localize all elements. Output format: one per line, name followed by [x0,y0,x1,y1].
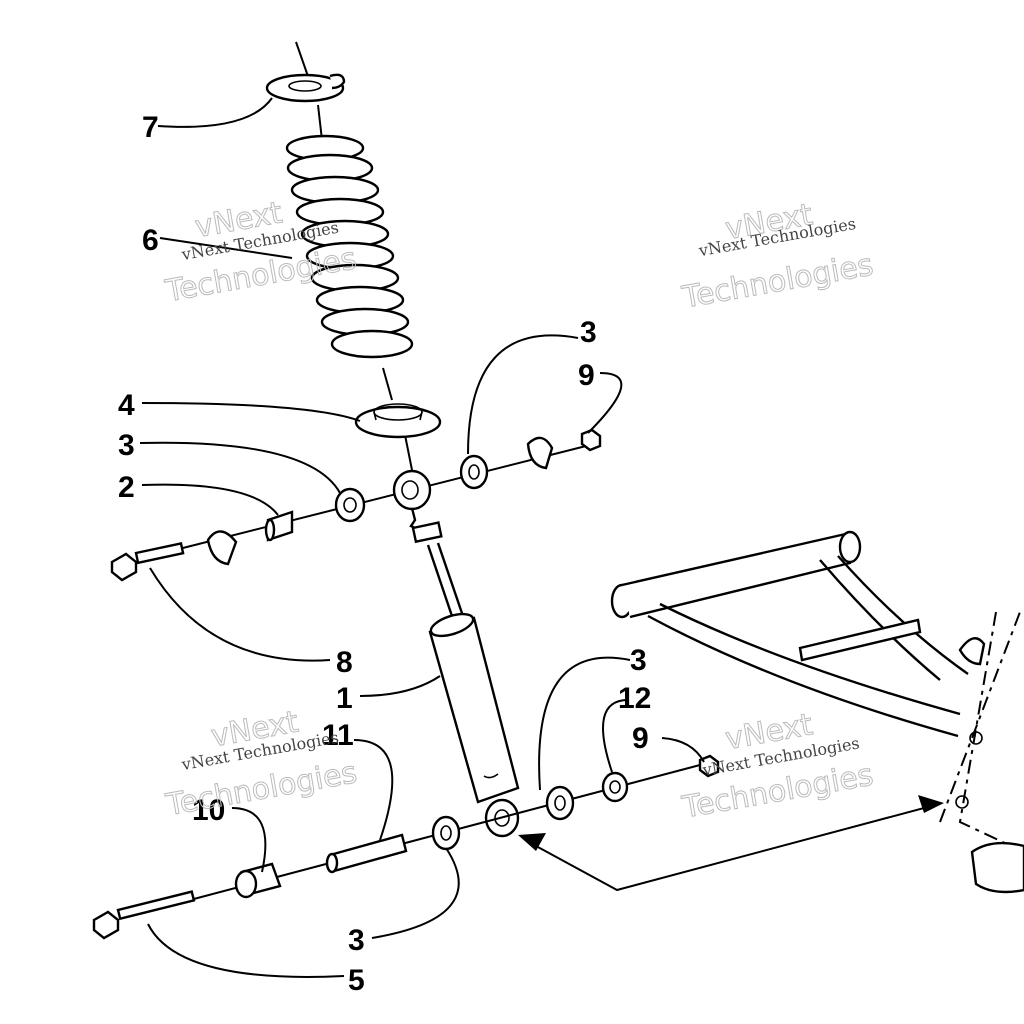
leader-8 [149,567,331,662]
label-9b: 9 [632,722,649,755]
leader-10 [231,807,267,873]
label-8: 8 [336,646,353,679]
upper-washer-left [206,530,238,566]
leader-4 [141,402,361,422]
upper-eyelet [392,469,432,532]
leader-3c [538,656,631,791]
coil-spring [285,134,414,359]
upper-spacer [264,510,294,542]
lower-bushing-left [431,815,461,851]
leader-9b [661,737,705,763]
upper-bushing-left [334,487,366,523]
leader-11 [353,739,394,841]
label-3d: 3 [348,924,365,957]
leader-3b [467,334,579,455]
leader-5 [147,923,345,978]
spring-collar [354,403,442,439]
spring-retainer-top [265,73,346,103]
lower-spacer-right [601,771,629,803]
label-3a: 3 [118,429,135,462]
label-12: 12 [618,682,651,715]
label-7: 7 [142,111,159,144]
leader-3a [139,441,341,494]
lower-bolt [92,890,196,940]
label-10: 10 [192,794,225,827]
label-3c: 3 [630,644,647,677]
leader-2 [141,483,279,516]
upper-washer-right [526,436,554,470]
watermark-top-right: vNext Technologies vNext Technologies [679,197,877,316]
label-11: 11 [322,719,354,752]
label-6: 6 [142,224,159,257]
label-9a: 9 [578,359,595,392]
axis-line-collar [404,434,413,471]
upper-bolt-axis [174,444,591,551]
upper-bushing-right [459,454,489,490]
lower-bushing-right [545,785,575,821]
leader-6 [159,237,293,259]
axis-line-spring [317,104,323,141]
leader-12 [602,699,629,773]
shock-absorber [411,521,520,838]
leader-3d [371,847,460,939]
a-arm-frame [610,530,1024,894]
label-4: 4 [118,389,135,422]
leader-7 [157,97,273,128]
watermark-bottom-left: vNext Technologies vNext Technologies [162,704,360,824]
label-2: 2 [118,471,135,504]
assembly-arrow [518,795,944,892]
leader-1 [359,675,441,697]
label-5: 5 [348,964,365,997]
label-3b: 3 [580,316,597,349]
upper-nut [580,428,602,452]
upper-bolt [110,542,185,582]
lower-spacer-left [234,862,282,899]
lower-sleeve [325,833,408,874]
axis-line-mid [382,367,393,401]
label-1: 1 [336,682,353,715]
leader-9a [587,372,623,434]
